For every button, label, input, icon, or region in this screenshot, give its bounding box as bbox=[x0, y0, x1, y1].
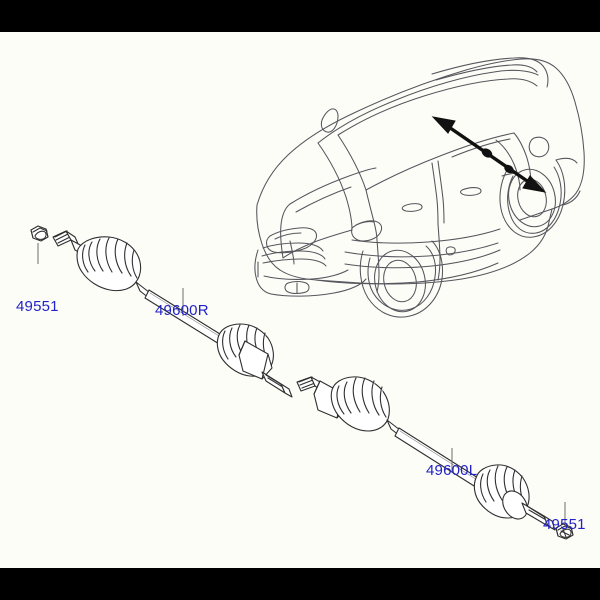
part-label-49551-right[interactable]: 49551 bbox=[543, 516, 586, 533]
double-arrow-icon bbox=[431, 116, 547, 193]
leader-lines bbox=[37, 243, 566, 524]
shaft-bar bbox=[394, 427, 487, 492]
drive-shaft-left bbox=[296, 376, 556, 531]
cv-boot-icon bbox=[330, 376, 390, 432]
flange-nut-right bbox=[555, 523, 574, 540]
drive-shaft-right bbox=[52, 230, 293, 398]
outer-cv-joint bbox=[473, 464, 556, 531]
hex-nut-icon bbox=[555, 523, 574, 540]
diagram-canvas: 49551 49600R 49600L 49551 bbox=[0, 32, 600, 568]
part-label-49600l[interactable]: 49600L bbox=[426, 462, 478, 479]
parts-illustration bbox=[30, 57, 585, 540]
hex-nut-icon bbox=[30, 225, 49, 242]
inner-cv-joint bbox=[216, 323, 293, 398]
letterbox-bottom bbox=[0, 568, 600, 600]
flange-nut-left bbox=[30, 225, 49, 242]
part-label-49551-left[interactable]: 49551 bbox=[16, 298, 59, 315]
letterbox-top bbox=[0, 0, 600, 32]
cv-boot-icon bbox=[76, 236, 142, 292]
part-label-49600r[interactable]: 49600R bbox=[155, 302, 209, 319]
